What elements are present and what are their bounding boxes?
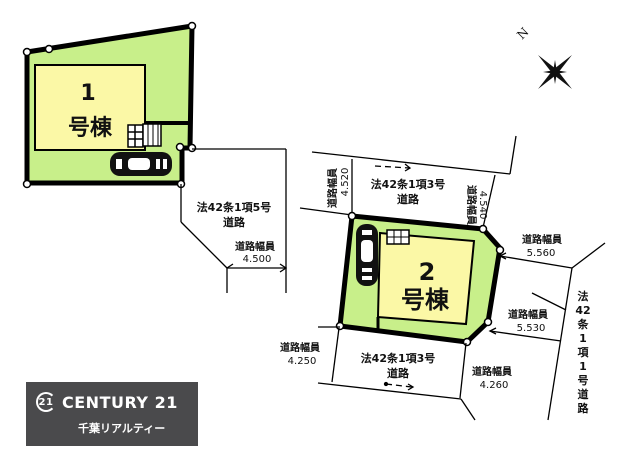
building-1-label: 号棟 [68, 115, 113, 141]
svg-text:路: 路 [578, 401, 590, 415]
road-1-3-top-line2: 道路 [397, 192, 420, 206]
entry-porch-icon [386, 229, 410, 245]
svg-text:法: 法 [578, 289, 589, 303]
compass-label: N [514, 25, 531, 42]
road-1-1-top-width-value: 5.560 [527, 248, 556, 259]
road-1-1-top-width-title: 道路幅員 [522, 233, 562, 246]
road-1-5-width-title: 道路幅員 [235, 240, 275, 253]
century21-mark-icon: 21 [36, 392, 56, 412]
road-1-5-line1: 法42条1項5号 [197, 200, 272, 214]
century21-logo: 21 CENTURY 21 千葉リアルティー [26, 382, 198, 446]
building-1-number: 1 [80, 81, 95, 106]
road-art42-1-3-top [299, 135, 517, 233]
road-art42-1-3-bottom [317, 326, 476, 421]
svg-text:項: 項 [578, 346, 590, 359]
building-2 [376, 231, 476, 326]
road-art42-1-1 [488, 242, 606, 421]
entry-porch-icon [127, 123, 162, 148]
road-1-3-bottom-line1: 法42条1項3号 [361, 351, 436, 365]
svg-text:1: 1 [579, 332, 587, 345]
road-1-3-bottom-left-width-title: 道路幅員 [280, 341, 320, 354]
road-1-3-bottom-line2: 道路 [387, 366, 410, 380]
road-art42-1-5 [180, 148, 288, 293]
road-1-3-top-right-width-title: 道路幅員 [465, 185, 478, 225]
building-1 [34, 64, 146, 151]
logo-brand: CENTURY 21 [62, 392, 178, 412]
svg-text:道: 道 [578, 387, 589, 401]
road-1-1-bottom-width-title: 道路幅員 [508, 308, 548, 321]
car-icon [110, 152, 172, 176]
road-1-1-vertical-label: 法 42 条 1 項 1 号 道 路 [575, 289, 590, 415]
road-1-3-bottom-right-width-title: 道路幅員 [472, 365, 512, 378]
road-1-3-bottom-left-width-value: 4.250 [288, 356, 317, 367]
road-1-5-line2: 道路 [223, 215, 246, 229]
logo-subtitle: 千葉リアルティー [78, 422, 166, 435]
lot-2: 2 号棟 [335, 211, 505, 347]
svg-text:1: 1 [579, 360, 587, 373]
road-1-1-bottom-width-value: 5.530 [517, 323, 546, 334]
compass-north-icon [538, 55, 572, 89]
road-1-3-top-line1: 法42条1項3号 [371, 177, 446, 191]
building-2-number: 2 [419, 258, 436, 286]
road-1-3-top-right-width-value: 4.540 [477, 191, 488, 220]
lot-1: 1 号棟 [22, 21, 197, 189]
road-1-3-bottom-right-width-value: 4.260 [480, 380, 509, 391]
svg-text:42: 42 [575, 304, 590, 317]
road-1-3-top-left-width-value: 4.520 [340, 168, 351, 197]
road-1-3-top-left-width-title: 道路幅員 [326, 168, 339, 208]
building-2-label: 号棟 [401, 286, 450, 314]
car-icon [356, 224, 378, 286]
road-1-5-width-value: 4.500 [243, 254, 272, 265]
svg-text:号: 号 [578, 374, 589, 387]
svg-text:条: 条 [577, 317, 590, 331]
